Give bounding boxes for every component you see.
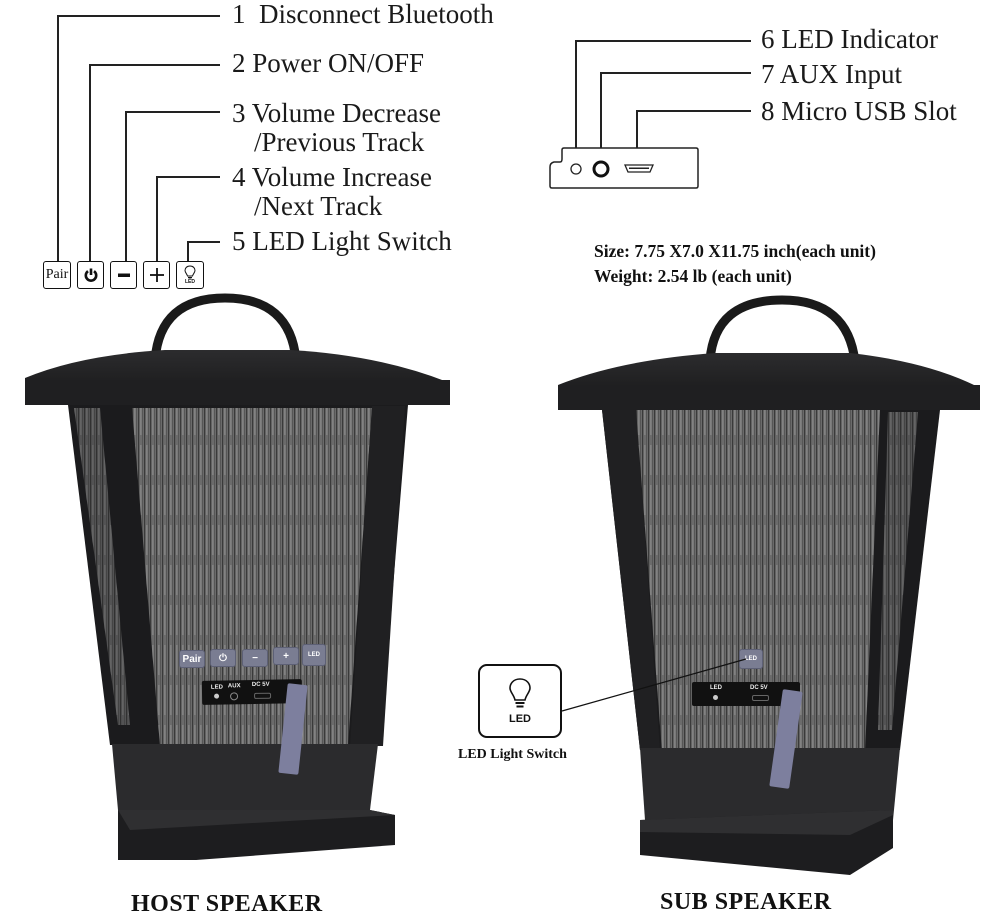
leader-line-6 (575, 40, 751, 42)
lightbulb-icon (184, 265, 196, 280)
host-port-dc-label: DC 5V (251, 681, 270, 689)
callout-7: 7 AUX Input (761, 60, 902, 89)
host-led-button: LED (303, 645, 325, 665)
callout-5-label: LED Light Switch (252, 226, 452, 256)
host-plus-button: + (274, 648, 298, 664)
callout-7-num: 7 (761, 59, 775, 89)
callout-4-sub: /Next Track (254, 191, 383, 221)
callout-1-label: Disconnect Bluetooth (259, 0, 494, 29)
callout-6-num: 6 (761, 24, 775, 54)
power-icon (84, 268, 97, 282)
sub-led-button: LED (740, 650, 762, 668)
led-key-text: LED (185, 279, 195, 285)
leader-line-4 (156, 176, 220, 178)
callout-4-num: 4 (232, 162, 246, 192)
led-callout-box: LED (478, 664, 562, 738)
host-speaker-image (25, 293, 450, 860)
leader-line-1v (57, 15, 59, 261)
host-speaker-title: HOST SPEAKER (131, 891, 323, 917)
leader-line-1 (57, 15, 220, 17)
host-usb-port-icon (254, 692, 272, 699)
host-port-aux-label: AUX (227, 683, 241, 690)
pair-text-icon: Pair (45, 267, 69, 282)
callout-3-label: Volume Decrease (251, 98, 441, 128)
size-spec: Size: 7.75 X7.0 X11.75 inch(each unit) (594, 241, 876, 261)
led-callout-text: LED (509, 713, 531, 725)
leader-line-6v (575, 40, 577, 148)
key-pair: Pair (43, 261, 71, 289)
minus-icon (117, 273, 130, 277)
callout-5: 5 LED Light Switch (232, 227, 452, 256)
callout-2-label: Power ON/OFF (252, 48, 425, 78)
led-callout-leader-line (561, 658, 747, 712)
host-port-led-label: LED (210, 684, 223, 691)
callout-1-num: 1 (232, 0, 246, 29)
callout-6-label: LED Indicator (781, 24, 938, 54)
callout-3: 3 Volume Decrease /Previous Track (232, 99, 441, 157)
key-power (77, 261, 104, 289)
led-indicator-port-icon (570, 163, 582, 175)
callout-2-num: 2 (232, 48, 246, 78)
sub-led-indicator-icon (713, 695, 718, 700)
host-minus-button: − (243, 650, 267, 666)
lightbulb-icon (509, 678, 531, 708)
sub-port-led-label: LED (710, 685, 722, 691)
callout-5-num: 5 (232, 226, 246, 256)
aux-port-icon (592, 160, 610, 178)
callout-1: 1 Disconnect Bluetooth (232, 0, 494, 29)
leader-line-2 (89, 64, 220, 66)
leader-line-5v (187, 241, 189, 261)
callout-8-num: 8 (761, 96, 775, 126)
leader-line-7v (600, 72, 602, 148)
leader-line-3 (125, 111, 220, 113)
callout-7-label: AUX Input (779, 59, 903, 89)
callout-4: 4 Volume Increase /Next Track (232, 163, 432, 221)
sub-usb-port-icon (752, 695, 769, 701)
host-aux-port-icon (230, 692, 239, 701)
leader-line-7 (600, 72, 751, 74)
host-power-button: ⏻ (211, 650, 235, 666)
callout-4-label: Volume Increase (251, 162, 432, 192)
sub-speaker-title: SUB SPEAKER (660, 889, 832, 915)
callout-8-label: Micro USB Slot (781, 96, 957, 126)
leader-line-8 (636, 110, 751, 112)
weight-spec: Weight: 2.54 lb (each unit) (594, 266, 792, 286)
leader-line-8v (636, 110, 638, 148)
leader-line-4v (156, 176, 158, 261)
callout-8: 8 Micro USB Slot (761, 97, 957, 126)
port-panel-diagram (549, 147, 699, 189)
leader-line-2v (89, 64, 91, 261)
leader-line-3v (125, 111, 127, 261)
host-led-indicator-icon (214, 693, 220, 699)
key-plus (143, 261, 170, 289)
led-callout-label: LED Light Switch (458, 747, 567, 762)
callout-2: 2 Power ON/OFF (232, 49, 424, 78)
plus-icon (149, 268, 164, 282)
leader-line-5 (187, 241, 220, 243)
key-led: LED (176, 261, 204, 289)
sub-speaker-image (558, 295, 980, 875)
callout-3-num: 3 (232, 98, 246, 128)
host-pair-button: Pair (180, 651, 204, 667)
callout-3-sub: /Previous Track (254, 127, 425, 157)
key-minus (110, 261, 137, 289)
callout-6: 6 LED Indicator (761, 25, 938, 54)
sub-port-dc-label: DC 5V (750, 685, 768, 691)
